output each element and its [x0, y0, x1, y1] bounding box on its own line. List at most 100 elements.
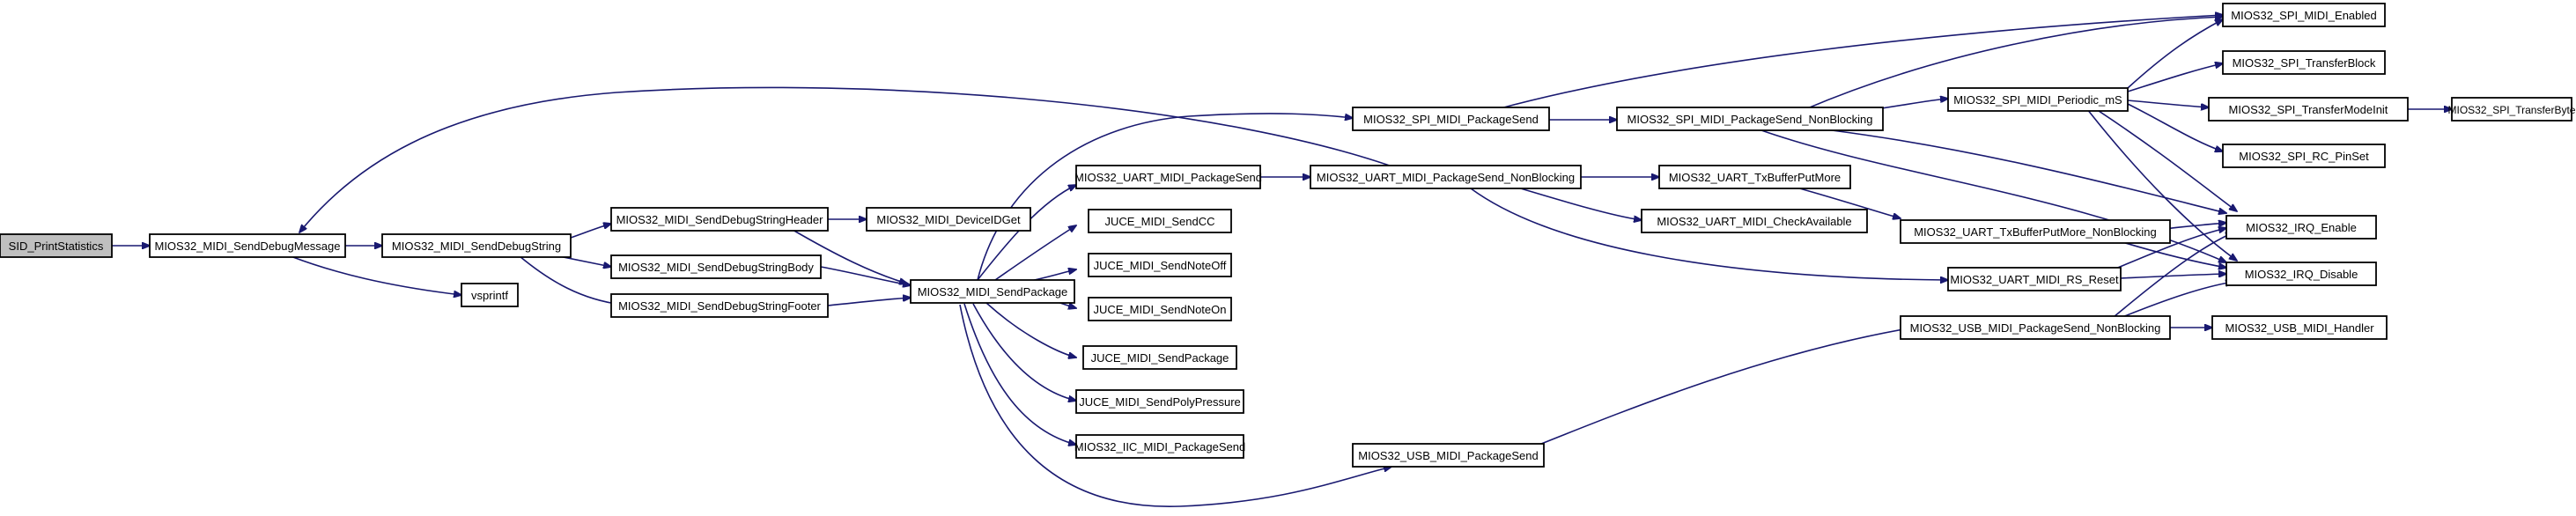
node-usb-midi-handler[interactable]: MIOS32_USB_MIDI_Handler [2211, 315, 2388, 340]
edge-senddebugmessage-vsprintf [290, 255, 461, 295]
edge-senddebugstring-footer [519, 255, 622, 305]
edge-header-sendpackage [792, 229, 907, 284]
node-juce-send-cc[interactable]: JUCE_MIDI_SendCC [1088, 209, 1232, 233]
node-uart-check-available[interactable]: MIOS32_UART_MIDI_CheckAvailable [1641, 209, 1868, 233]
edge-usbpkgsend-usbnb [1532, 328, 1913, 448]
node-juce-send-package[interactable]: JUCE_MIDI_SendPackage [1082, 345, 1237, 370]
node-label: MIOS32_SPI_MIDI_Periodic_mS [1953, 93, 2122, 107]
node-spi-periodic-ms[interactable]: MIOS32_SPI_MIDI_Periodic_mS [1947, 87, 2129, 112]
node-label: MIOS32_UART_TxBufferPutMore_NonBlocking [1914, 225, 2157, 239]
node-juce-send-note-on[interactable]: JUCE_MIDI_SendNoteOn [1088, 297, 1232, 321]
node-label: MIOS32_SPI_TransferBlock [2233, 56, 2376, 70]
node-label: MIOS32_MIDI_SendPackage [918, 285, 1068, 299]
node-device-id-get[interactable]: MIOS32_MIDI_DeviceIDGet [866, 207, 1031, 232]
node-label: JUCE_MIDI_SendPackage [1091, 351, 1229, 365]
edge-sendpackage-jucePolyPressure [972, 303, 1076, 401]
node-juce-poly-pressure[interactable]: JUCE_MIDI_SendPolyPressure [1075, 389, 1244, 414]
node-uart-package-send[interactable]: MIOS32_UART_MIDI_PackageSend [1074, 165, 1262, 189]
edges [112, 15, 2452, 507]
node-spi-rc-pinset[interactable]: MIOS32_SPI_RC_PinSet [2222, 144, 2386, 168]
node-label: MIOS32_MIDI_SendDebugStringBody [618, 261, 814, 274]
edge-sendpackage-usbpkgsend [959, 304, 1391, 507]
node-label: MIOS32_MIDI_SendDebugStringFooter [618, 299, 821, 313]
nodes: SID_PrintStatistics MIOS32_MIDI_SendDebu… [0, 3, 2576, 468]
edge-sendpackage-iicpkgsend [963, 303, 1076, 445]
node-label: JUCE_MIDI_SendPolyPressure [1079, 395, 1241, 409]
node-vsprintf[interactable]: vsprintf [461, 283, 519, 307]
node-send-debug-string[interactable]: MIOS32_MIDI_SendDebugString [381, 233, 572, 258]
node-spi-midi-enabled[interactable]: MIOS32_SPI_MIDI_Enabled [2222, 3, 2386, 27]
edge-periodic-rcpinset [2127, 103, 2223, 151]
node-uart-tx-put-more-nb[interactable]: MIOS32_UART_TxBufferPutMore_NonBlocking [1900, 219, 2171, 244]
node-label: MIOS32_MIDI_SendDebugString [392, 240, 561, 253]
edge-txputmorenb-irqdisable [2122, 241, 2226, 268]
edge-spipkgsend-spienabled [1496, 15, 2223, 110]
node-label: MIOS32_USB_MIDI_PackageSend [1358, 449, 1539, 462]
node-spi-transfer-block[interactable]: MIOS32_SPI_TransferBlock [2222, 50, 2386, 75]
edge-periodic-transferblock [2127, 63, 2223, 92]
edge-rsreset-irqenable [2113, 228, 2226, 270]
node-irq-disable[interactable]: MIOS32_IRQ_Disable [2225, 262, 2377, 286]
node-spi-package-send[interactable]: MIOS32_SPI_MIDI_PackageSend [1352, 107, 1550, 131]
node-label: JUCE_MIDI_SendNoteOn [1093, 303, 1226, 316]
node-label: MIOS32_IIC_MIDI_PackageSend [1074, 440, 1245, 453]
node-label: MIOS32_MIDI_SendDebugStringHeader [616, 213, 824, 226]
node-label: MIOS32_MIDI_DeviceIDGet [876, 213, 1021, 226]
node-label: MIOS32_UART_MIDI_PackageSend [1074, 171, 1262, 184]
edge-usbnb-irqenable [2113, 232, 2233, 318]
edge-periodic-spienabled [2127, 19, 2223, 89]
node-label: MIOS32_IRQ_Disable [2245, 268, 2358, 281]
edge-spinb-periodic [1875, 99, 1948, 110]
node-send-package[interactable]: MIOS32_MIDI_SendPackage [910, 279, 1075, 304]
edge-uartnb-checkavail [1514, 186, 1642, 220]
edge-uartnb-rsreset [1470, 188, 1948, 280]
node-sid-print-statistics[interactable]: SID_PrintStatistics [0, 233, 113, 258]
edge-sendpackage-juceSendCC [994, 225, 1076, 281]
edge-footer-sendpackage [827, 298, 911, 306]
edge-spinb-irqenable [1831, 129, 2226, 213]
node-usb-package-send[interactable]: MIOS32_USB_MIDI_PackageSend [1352, 443, 1545, 468]
node-label: MIOS32_SPI_MIDI_PackageSend [1363, 113, 1539, 126]
edge-sendpackage-spipkgsend [977, 113, 1353, 281]
node-label: MIOS32_SPI_TransferModeInit [2229, 103, 2388, 116]
node-label: JUCE_MIDI_SendNoteOff [1094, 259, 1227, 272]
edge-txputmore-txputmorenb [1796, 187, 1901, 218]
edge-senddebugstring-header [570, 224, 611, 239]
node-spi-package-send-nb[interactable]: MIOS32_SPI_MIDI_PackageSend_NonBlocking [1616, 107, 1884, 131]
node-iic-package-send[interactable]: MIOS32_IIC_MIDI_PackageSend [1074, 434, 1245, 459]
node-send-debug-message[interactable]: MIOS32_MIDI_SendDebugMessage [149, 233, 346, 258]
node-uart-tx-buffer-put-more[interactable]: MIOS32_UART_TxBufferPutMore [1658, 165, 1851, 189]
node-spi-transfer-byte[interactable]: MIOS32_SPI_TransferByte [2448, 97, 2576, 122]
edge-sendpackage-uartpkgsend [977, 185, 1076, 281]
node-debug-string-body[interactable]: MIOS32_MIDI_SendDebugStringBody [610, 254, 822, 279]
node-label: MIOS32_USB_MIDI_PackageSend_NonBlocking [1910, 321, 2161, 335]
node-label: JUCE_MIDI_SendCC [1105, 215, 1215, 228]
node-label: MIOS32_SPI_MIDI_Enabled [2231, 9, 2376, 22]
node-juce-send-note-off[interactable]: JUCE_MIDI_SendNoteOff [1088, 253, 1232, 277]
edge-body-sendpackage [820, 266, 911, 285]
edge-usbnb-irqdisable [2122, 282, 2233, 318]
node-uart-package-send-nb[interactable]: MIOS32_UART_MIDI_PackageSend_NonBlocking [1310, 165, 1582, 189]
node-label: MIOS32_UART_MIDI_RS_Reset [1950, 273, 2119, 286]
node-usb-package-send-nb[interactable]: MIOS32_USB_MIDI_PackageSend_NonBlocking [1900, 315, 2171, 340]
node-debug-string-footer[interactable]: MIOS32_MIDI_SendDebugStringFooter [610, 293, 829, 318]
edge-spinb-spienabled [1805, 17, 2223, 110]
node-label: MIOS32_SPI_TransferByte [2448, 104, 2576, 116]
node-label: MIOS32_MIDI_SendDebugMessage [154, 240, 340, 253]
node-label: SID_PrintStatistics [9, 240, 104, 253]
edge-periodic-irqenable [2095, 108, 2237, 211]
node-debug-string-header[interactable]: MIOS32_MIDI_SendDebugStringHeader [610, 207, 829, 232]
edge-periodic-transfermodeinit [2127, 100, 2209, 107]
edge-periodic-irqdisable [2086, 108, 2237, 261]
node-label: MIOS32_USB_MIDI_Handler [2225, 321, 2374, 335]
node-uart-rs-reset[interactable]: MIOS32_UART_MIDI_RS_Reset [1947, 267, 2122, 291]
node-irq-enable[interactable]: MIOS32_IRQ_Enable [2225, 215, 2377, 240]
node-label: vsprintf [471, 289, 508, 302]
node-spi-transfer-mode-init[interactable]: MIOS32_SPI_TransferModeInit [2208, 97, 2409, 122]
edge-rsreset-irqdisable [2120, 274, 2226, 279]
node-label: MIOS32_IRQ_Enable [2246, 221, 2357, 234]
node-label: MIOS32_UART_MIDI_CheckAvailable [1657, 215, 1851, 228]
node-label: MIOS32_UART_MIDI_PackageSend_NonBlocking [1317, 171, 1575, 184]
node-label: MIOS32_SPI_RC_PinSet [2239, 150, 2369, 163]
